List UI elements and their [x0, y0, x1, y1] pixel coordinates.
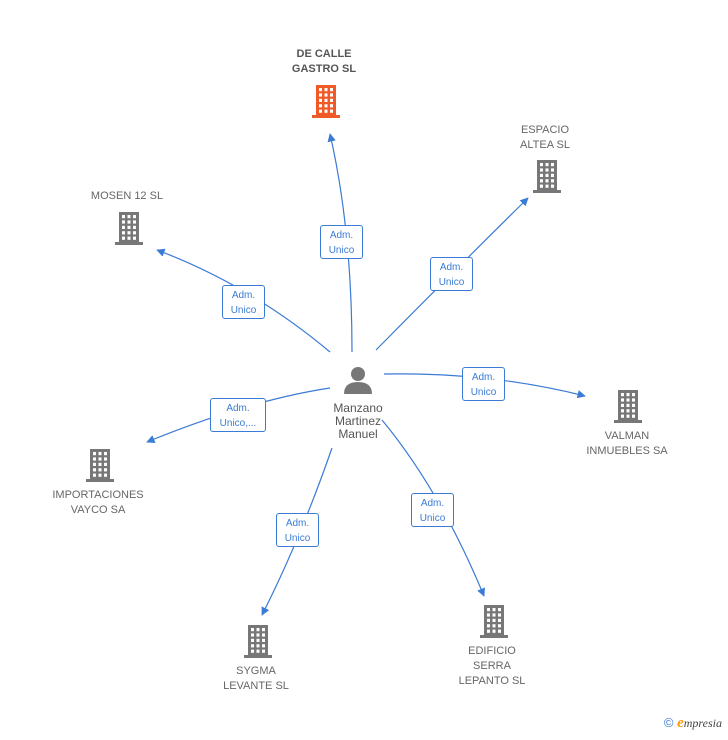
- building-icon-importaciones-vayco: [86, 449, 114, 482]
- company-label-mosen-12[interactable]: MOSEN 12 SL: [90, 190, 164, 202]
- footer-brand: © empresia: [664, 715, 722, 732]
- copyright-symbol: ©: [663, 715, 674, 730]
- role-badge-mosen-12[interactable]: Adm. Unico: [222, 285, 265, 319]
- company-label-sygma-levante[interactable]: SYGMA LEVANTE SL: [223, 665, 289, 692]
- building-icon-edificio-serra-lepanto: [480, 605, 508, 638]
- role-badge-edificio-serra-lepanto[interactable]: Adm. Unico: [411, 493, 454, 527]
- role-badge-sygma-levante[interactable]: Adm. Unico: [276, 513, 319, 547]
- building-icon-mosen-12: [115, 212, 143, 245]
- company-label-espacio-altea[interactable]: ESPACIO ALTEA SL: [520, 124, 570, 151]
- company-label-importaciones-vayco[interactable]: IMPORTACIONES VAYCO SA: [52, 489, 144, 516]
- company-label-de-calle-gastro[interactable]: DE CALLE GASTRO SL: [291, 48, 357, 75]
- person-icon: [344, 367, 372, 394]
- company-label-edificio-serra-lepanto[interactable]: EDIFICIO SERRA LEPANTO SL: [458, 645, 526, 687]
- role-badge-de-calle-gastro[interactable]: Adm. Unico: [320, 225, 363, 259]
- building-icon-de-calle-gastro: [312, 85, 340, 118]
- company-label-valman-inmuebles[interactable]: VALMAN INMUEBLES SA: [586, 430, 668, 457]
- building-icon-espacio-altea: [533, 160, 561, 193]
- role-badge-importaciones-vayco[interactable]: Adm. Unico,...: [210, 398, 266, 432]
- role-badge-valman-inmuebles[interactable]: Adm. Unico: [462, 367, 505, 401]
- building-icon-valman-inmuebles: [614, 390, 642, 423]
- person-name-label[interactable]: Manzano Martinez Manuel: [333, 401, 383, 441]
- brand-logo-text: mpresia: [683, 716, 722, 730]
- building-icon-sygma-levante: [244, 625, 272, 658]
- brand-logo-initial: e: [677, 715, 684, 731]
- role-badge-espacio-altea[interactable]: Adm. Unico: [430, 257, 473, 291]
